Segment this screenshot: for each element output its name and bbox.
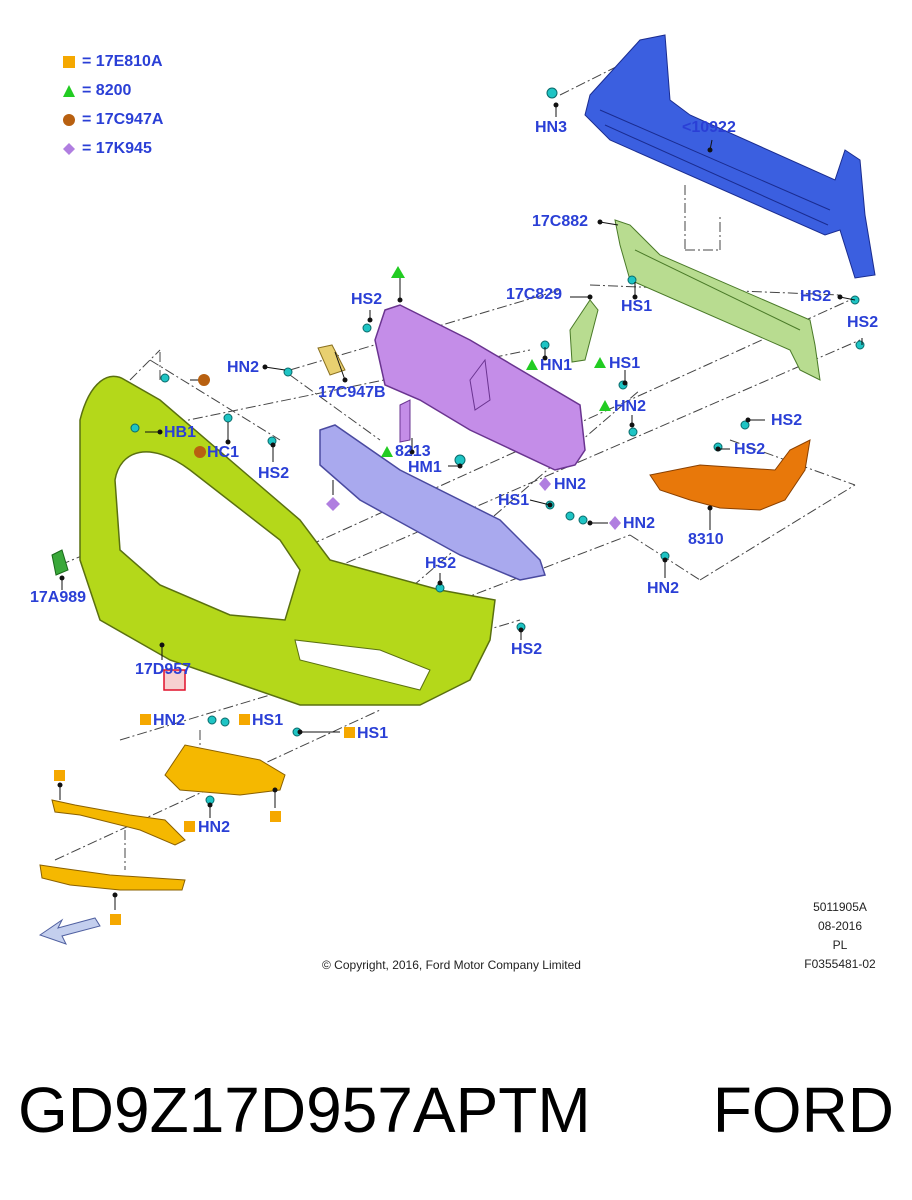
- circle-icon: [63, 114, 75, 126]
- callout-hs2: HS2: [771, 412, 803, 429]
- part-17a989: [51, 549, 69, 576]
- lower-grille: [319, 424, 546, 581]
- legend-item-circle: = 17C947A: [62, 110, 163, 130]
- callout-hn3: HN3: [535, 119, 568, 136]
- callout-8310: 8310: [688, 531, 724, 548]
- part-highlight-box: [163, 669, 186, 691]
- callout-hn2: HN2: [198, 819, 231, 836]
- callout-hs2: HS2: [425, 555, 457, 572]
- callout-17d957: 17D957: [135, 661, 192, 678]
- callout-hs2: HS2: [258, 465, 290, 482]
- copyright-notice: © Copyright, 2016, Ford Motor Company Li…: [322, 958, 581, 972]
- callout-hs1: HS1: [357, 725, 389, 742]
- bracket-8310: [649, 439, 811, 511]
- legend-label: = 17E810A: [82, 53, 163, 70]
- callout-hs2: HS2: [800, 288, 832, 305]
- legend-item-diamond: = 17K945: [62, 139, 152, 159]
- callout-8213: 8213: [395, 443, 431, 460]
- deflector-8213: [399, 399, 411, 443]
- callout-10922: <10922: [682, 119, 736, 136]
- callout-hn2: HN2: [623, 515, 656, 532]
- legend-label: = 8200: [82, 82, 132, 99]
- callout-17a989: 17A989: [30, 589, 87, 606]
- exploded-view-drawing: [38, 34, 876, 945]
- forward-direction-arrow-icon: [38, 917, 101, 945]
- callout-hs2: HS2: [351, 291, 383, 308]
- bumper-reinforcement: [584, 34, 876, 279]
- callout-hs2: HS2: [734, 441, 766, 458]
- callout-hm1: HM1: [408, 459, 442, 476]
- part-caption: GD9Z17D957APTM FORD: [0, 1060, 912, 1160]
- callout-hn2: HN2: [554, 476, 587, 493]
- callout-hs1: HS1: [498, 492, 530, 509]
- leader-dots: [57, 102, 843, 898]
- upper-grille: [374, 304, 586, 471]
- drawing-language: PL: [832, 938, 848, 952]
- callout-hs1: HS1: [252, 712, 284, 729]
- callout-hn1: HN1: [540, 357, 573, 374]
- callout-hs2: HS2: [511, 641, 543, 658]
- callout-hn2: HN2: [647, 580, 680, 597]
- legend-item-square: = 17E810A: [62, 52, 163, 72]
- callout-hn2: HN2: [227, 359, 260, 376]
- drawing-date: 08-2016: [817, 919, 863, 933]
- bracket-17c947b: [317, 344, 346, 376]
- callout-hb1: HB1: [164, 424, 197, 441]
- brand-name: FORD: [712, 1074, 894, 1146]
- callout-hn2: HN2: [153, 712, 186, 729]
- parts-diagram: = 17E810A = 8200 = 17C947A = 17K945 HN3 …: [30, 34, 879, 972]
- callout-17c882: 17C882: [532, 213, 589, 230]
- legend-label: = 17C947A: [82, 111, 164, 128]
- drawing-reference: F0355481-02: [804, 957, 876, 971]
- callout-hs2: HS2: [847, 314, 879, 331]
- callout-hs1: HS1: [609, 355, 641, 372]
- callout-hc1: HC1: [207, 444, 240, 461]
- triangle-icon: [63, 85, 75, 97]
- callout-hs1: HS1: [621, 298, 653, 315]
- drawing-code: 5011905A: [813, 900, 867, 914]
- bumper-cover: [79, 375, 496, 706]
- energy-absorber: [614, 219, 821, 381]
- part-number: GD9Z17D957APTM: [18, 1074, 591, 1146]
- bracket-17c829: [569, 299, 599, 363]
- square-icon: [63, 56, 75, 68]
- legend-label: = 17K945: [82, 140, 152, 157]
- callout-17c947b: 17C947B: [318, 384, 386, 401]
- diagram-symbols: [54, 266, 621, 925]
- legend-item-triangle: = 8200: [62, 81, 131, 101]
- callout-hn2: HN2: [614, 398, 647, 415]
- callout-17c829: 17C829: [506, 286, 563, 303]
- lower-trim: [39, 744, 286, 891]
- diamond-icon: [63, 143, 75, 155]
